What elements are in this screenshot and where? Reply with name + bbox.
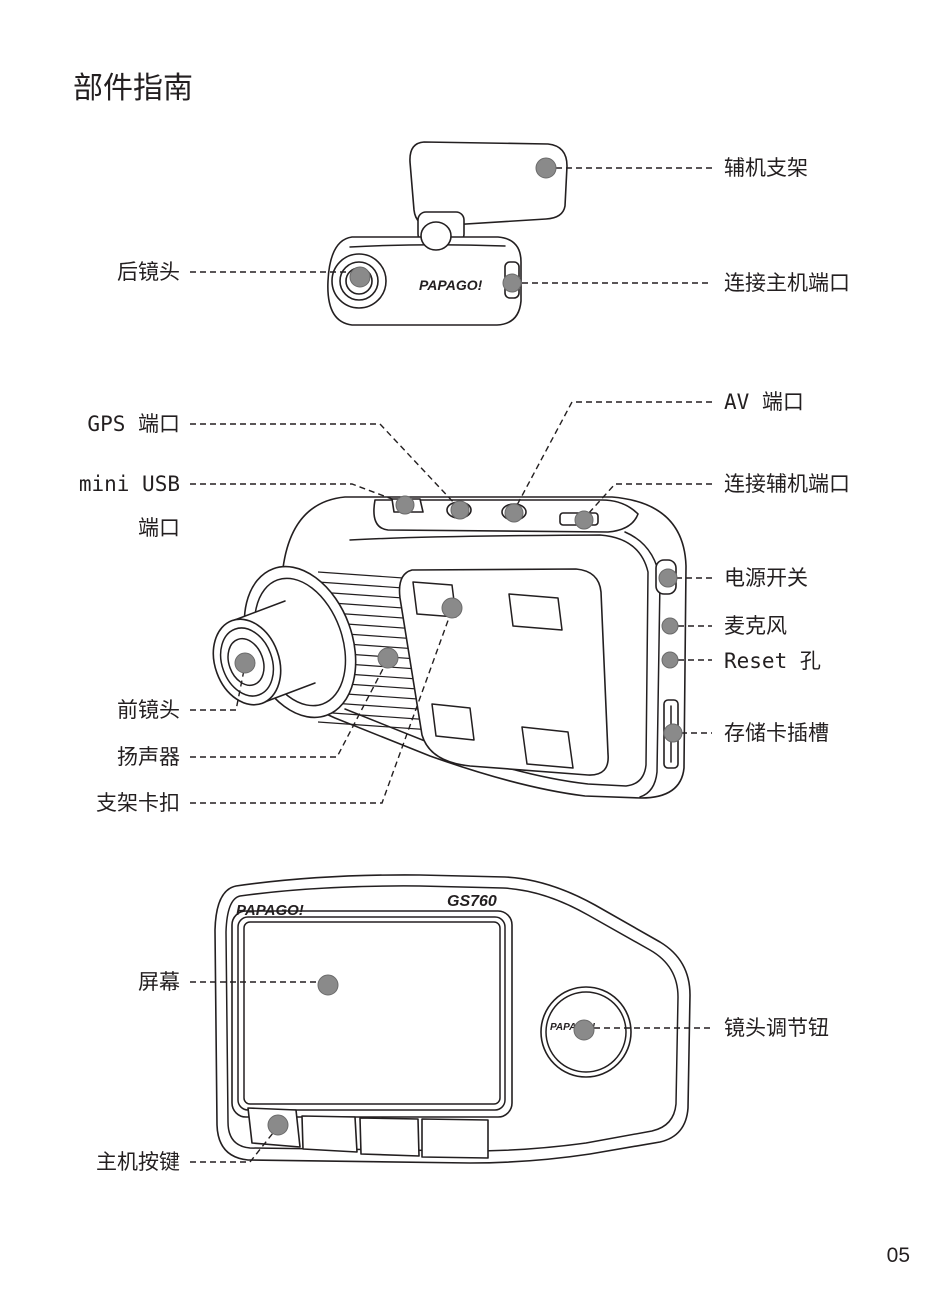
rear-camera-diagram: PAPAGO! 辅机支架 后镜头 连接主机端口 [117, 141, 850, 326]
marker-buttons [267, 1114, 289, 1136]
marker-speaker [377, 647, 399, 669]
screen-display [243, 921, 501, 1105]
front-view-diagram: PAPAGO! GS760 PAPAGO! 屏幕 镜头调节钮 主机按键 [96, 874, 829, 1174]
speaker-grille-line [318, 721, 432, 731]
marker-mini-usb [395, 495, 415, 515]
leader-line-front-lens [190, 669, 245, 711]
screen-frame [237, 916, 506, 1111]
label-screen: 屏幕 [138, 970, 180, 994]
leader-line-av-port [515, 401, 712, 508]
front-lens-barrel-bottom-edge [261, 682, 316, 704]
label-lens-knob: 镜头调节钮 [724, 1016, 829, 1040]
rear-camera-mount-plate [409, 141, 568, 227]
marker-power-switch [658, 568, 678, 588]
marker-av-port [504, 503, 524, 523]
label-power-switch: 电源开关 [724, 566, 808, 590]
main-unit-inner-band [344, 534, 649, 787]
marker-rear-camera-port [574, 510, 594, 530]
marker-gps-port [450, 500, 470, 520]
label-reset-hole: Reset 孔 [724, 649, 821, 673]
front-lens-barrel-top-edge [231, 600, 286, 622]
label-rear-lens: 后镜头 [117, 260, 180, 284]
marker-mount-clip [441, 597, 463, 619]
main-button-2 [301, 1115, 358, 1153]
rear-camera-body [327, 236, 522, 326]
front-lens-ring [219, 627, 275, 697]
marker-front-lens [234, 652, 256, 674]
leader-line-mini-usb [190, 483, 401, 503]
label-mount: 辅机支架 [724, 156, 808, 180]
rear-camera-logo: PAPAGO! [419, 277, 483, 293]
label-mini-usb-line1: mini USB [79, 472, 180, 496]
label-speaker: 扬声器 [117, 745, 180, 769]
mount-pad-bottom-left [431, 703, 475, 741]
leader-line-gps-port [190, 423, 457, 506]
label-rear-camera-port: 连接辅机端口 [724, 472, 850, 496]
marker-rear-lens [349, 266, 371, 288]
marker-lens-knob [573, 1019, 595, 1041]
page-number: 05 [887, 1244, 910, 1267]
marker-reset [661, 651, 679, 669]
leader-line-mount-clip [190, 614, 451, 804]
marker-microphone [661, 617, 679, 635]
label-buttons: 主机按键 [96, 1150, 180, 1174]
main-button-3 [359, 1117, 420, 1157]
screen-bezel [231, 910, 513, 1118]
label-gps-port: GPS 端口 [87, 412, 180, 436]
page-title: 部件指南 [73, 71, 193, 106]
leader-line-rear-camera-port [587, 483, 712, 515]
leader-line-buttons [190, 1132, 274, 1163]
main-button-4 [421, 1118, 489, 1159]
label-card-slot: 存储卡插槽 [724, 721, 829, 745]
lens-adjust-knob-inner [545, 991, 627, 1073]
front-view-body-inner-edge [225, 885, 679, 1152]
knob-logo: PAPAGO! [550, 1022, 596, 1033]
front-lens-glass [227, 637, 265, 687]
marker-main-unit-port [502, 273, 522, 293]
label-av-port: AV 端口 [724, 390, 804, 414]
marker-card-slot [663, 723, 683, 743]
mount-pad-top-right [508, 593, 563, 631]
marker-screen [317, 974, 339, 996]
label-main-unit-port: 连接主机端口 [724, 271, 850, 295]
model-name: GS760 [447, 893, 497, 910]
rear-camera-hinge-knuckle [420, 221, 452, 251]
main-unit-diagram: GPS 端口 mini USB 端口 AV 端口 连接辅机端口 电源开关 麦克风… [79, 390, 850, 815]
label-microphone: 麦克风 [724, 614, 787, 638]
mount-face-panel [398, 568, 609, 776]
label-mount-clip: 支架卡扣 [96, 791, 180, 815]
marker-mount [535, 157, 557, 179]
front-view-logo: PAPAGO! [236, 902, 304, 919]
label-front-lens: 前镜头 [117, 698, 180, 722]
mount-pad-bottom-right [521, 726, 574, 769]
label-mini-usb-line2: 端口 [138, 516, 180, 540]
